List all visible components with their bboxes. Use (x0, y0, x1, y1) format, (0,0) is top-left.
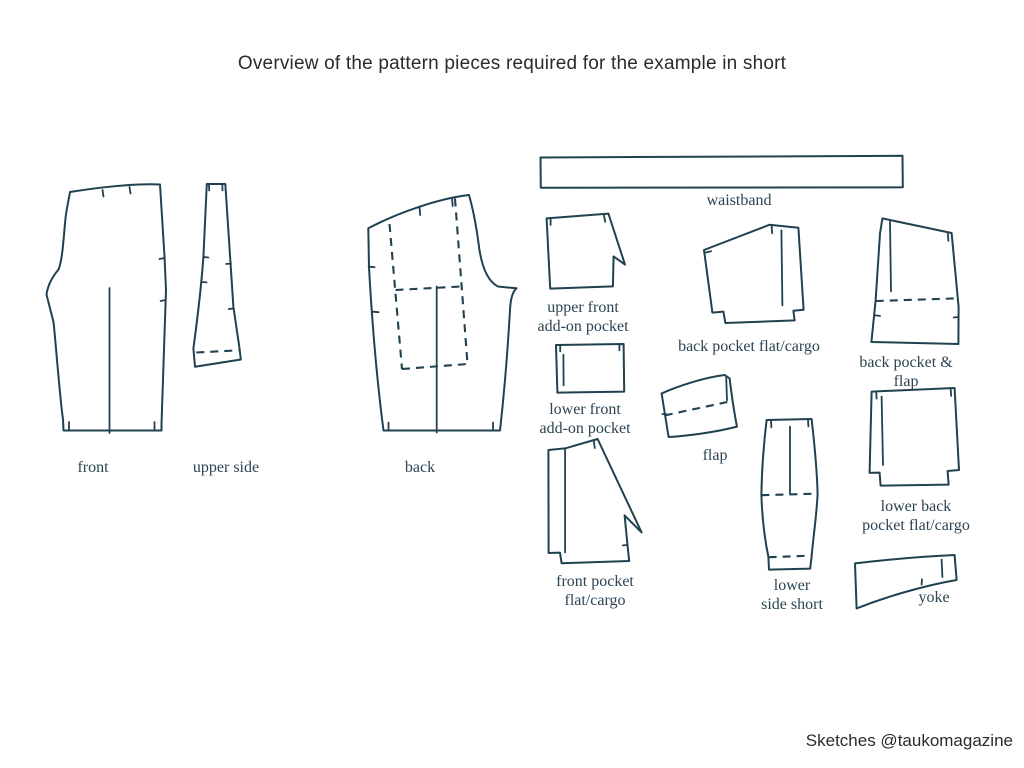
lower-side-short-notches (770, 418, 810, 429)
upper-front-pocket-outline (545, 212, 626, 290)
lower-front-pocket-sketch (555, 343, 626, 394)
front-pocket-flat-cargo-outline (547, 438, 643, 565)
upper-side-notches (200, 183, 235, 310)
lower-side-short-dashes (761, 492, 818, 559)
label-lower-back-pocket: lower back pocket flat/cargo (862, 498, 970, 534)
front-pocket-flat-cargo-notches (592, 440, 629, 547)
label-waistband: waistband (706, 192, 772, 209)
upper-front-pocket-notches (549, 214, 607, 226)
upper-side-fold-dash (196, 349, 239, 354)
label-lower-front-pocket: lower front add-on pocket (539, 401, 631, 437)
page-title: Overview of the pattern pieces required … (237, 53, 787, 74)
back-pocket-flat-cargo-outline (703, 223, 805, 324)
lower-back-pocket-grain-line (880, 395, 884, 466)
back-pocket-and-flap-outline (870, 217, 960, 345)
back-pocket-placement-dashes (388, 198, 469, 371)
yoke-outline (854, 554, 958, 610)
label-back-pocket-flat-cargo: back pocket flat/cargo (678, 338, 820, 355)
label-flap: flap (702, 447, 728, 464)
back-pocket-and-flap-notches (874, 232, 960, 319)
flap-fold-dash (664, 400, 729, 417)
label-front-pocket-flat-cargo: front pocket flat/cargo (556, 573, 634, 609)
lower-front-pocket-notches (559, 343, 621, 353)
back-pocket-flat-cargo-grain-line (780, 229, 784, 307)
front-piece-sketch (45, 183, 167, 434)
waistband-outline (539, 154, 904, 189)
lower-back-pocket-outline (868, 387, 960, 487)
credit-text: Sketches @taukomagazine (805, 731, 1013, 750)
yoke-grain-line (940, 558, 944, 578)
yoke-piece-sketch (854, 554, 958, 610)
upper-front-pocket-sketch (545, 212, 626, 290)
flap-grain-line (725, 376, 728, 402)
front-outline (45, 183, 167, 432)
label-upper-front-pocket: upper front add-on pocket (537, 299, 629, 335)
flap-piece-sketch (660, 374, 738, 438)
back-pocket-and-flap-grain-line (889, 220, 892, 293)
lower-back-pocket-sketch (868, 387, 960, 487)
back-piece-sketch (367, 194, 518, 434)
lower-front-pocket-outline (555, 343, 626, 394)
flap-outline (660, 374, 738, 438)
waistband-piece-sketch (539, 154, 904, 189)
back-pocket-and-flap-sketch (870, 217, 960, 345)
front-notches (68, 186, 167, 432)
lower-side-short-outline (760, 418, 819, 571)
back-notches (367, 197, 494, 432)
upper-side-outline (192, 183, 242, 368)
lower-side-short-sketch (760, 418, 819, 571)
back-outline (367, 194, 518, 432)
label-upper-side: upper side (192, 459, 260, 476)
label-back-pocket-and-flap: back pocket & flap (859, 354, 953, 390)
lower-back-pocket-notches (875, 387, 953, 400)
label-yoke: yoke (918, 589, 950, 606)
label-back: back (404, 459, 436, 476)
label-front: front (77, 459, 109, 476)
back-pocket-and-flap-fold-dash (875, 297, 957, 303)
back-pocket-flat-cargo-sketch (703, 223, 805, 324)
back-pocket-flat-cargo-notches (704, 224, 774, 254)
label-lower-side-short: lower side short (761, 577, 823, 613)
upper-side-piece-sketch (192, 183, 242, 368)
front-pocket-flat-cargo-sketch (547, 438, 643, 565)
